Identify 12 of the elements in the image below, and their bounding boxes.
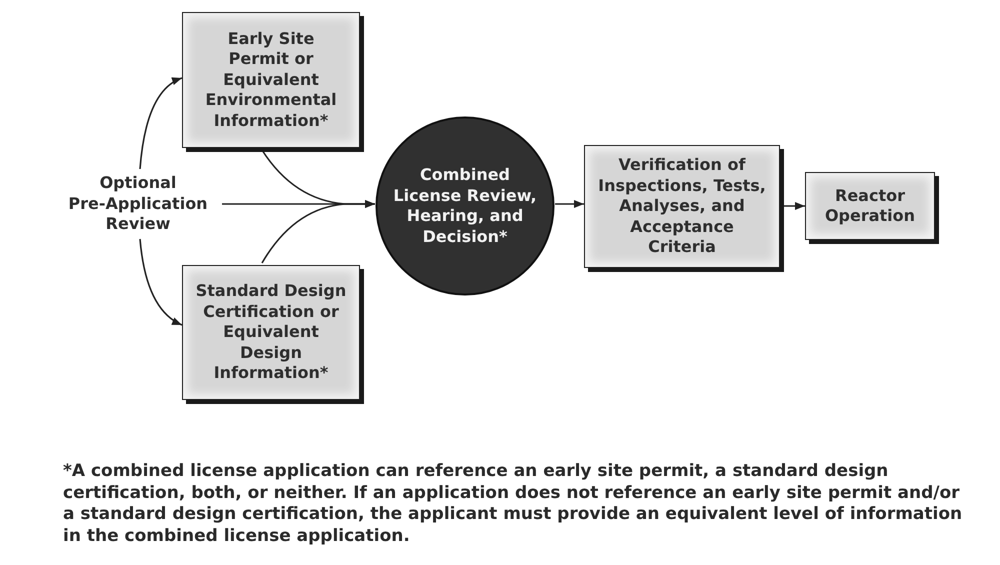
arrow	[782, 202, 805, 210]
box-label: Reactor Operation	[824, 186, 916, 226]
arrow	[139, 238, 182, 326]
node-label: Combined License Review, Hearing, and Decision*	[392, 165, 538, 247]
box-label: Standard Design Certification or Equivalent Design Information*	[194, 281, 348, 384]
node-label: Optional Pre-Application Review	[67, 173, 209, 235]
arrow	[261, 200, 375, 264]
box-label: Early Site Permit or Equivalent Environmental Information*	[204, 28, 338, 132]
arrow	[555, 200, 584, 208]
arrow	[139, 77, 182, 170]
box-label: Verification of Inspections, Tests, Analyses, and Acceptance Criteria	[597, 155, 767, 258]
footnote: *A combined license application can reference an early site permit, a standard design certification, both, or neither. If an application does not reference an early site permit and/or a standard design certification, the applicant must provide an equivalent level of information in the combined license application.	[63, 461, 963, 547]
